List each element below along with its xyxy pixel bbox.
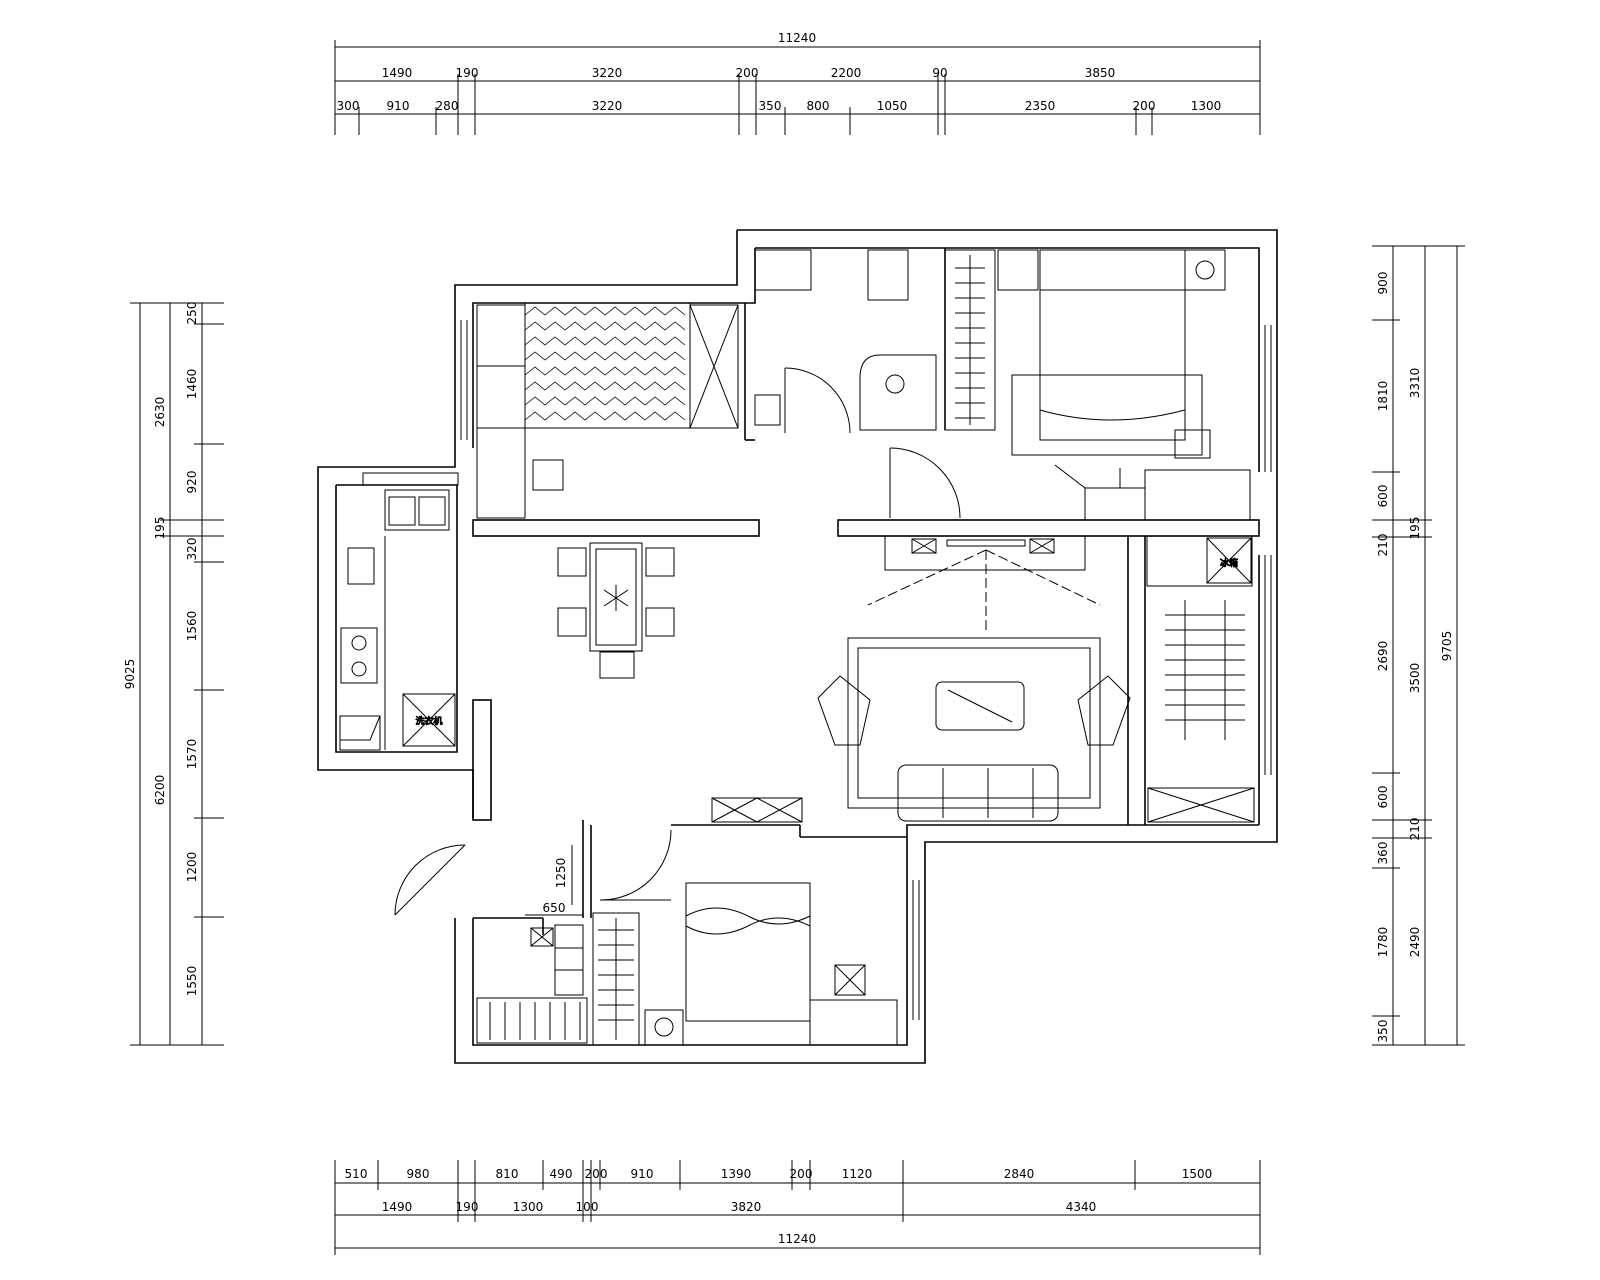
dim-right-inner-2: 600: [1376, 485, 1390, 508]
dim-right-inner-5: 600: [1376, 786, 1390, 809]
dim-top-row2-3: 200: [736, 66, 759, 80]
bottom-dimensions: [334, 1160, 1261, 1255]
dim-right-inner-0: 900: [1376, 272, 1390, 295]
dim-top-row3-3: 3220: [592, 99, 623, 113]
dim-top-row3-6: 1050: [877, 99, 908, 113]
dim-bottom-row1-8: 1120: [842, 1167, 873, 1181]
dim-bottom-row1-9: 2840: [1004, 1167, 1035, 1181]
dim-top-row3-9: 1300: [1191, 99, 1222, 113]
right-dimensions: [1372, 245, 1465, 1046]
dim-right-mid-4: 2490: [1408, 927, 1422, 958]
dim-left-mid-0: 2630: [153, 397, 167, 428]
dim-top-row3-8: 200: [1133, 99, 1156, 113]
dim-left-total: 9025: [123, 659, 137, 690]
dim-right-mid-2: 3500: [1408, 663, 1422, 694]
living-rug: [847, 637, 1101, 809]
dim-bottom-row1-2: 810: [496, 1167, 519, 1181]
top-dimensions: [334, 40, 1261, 135]
dim-top-row2-2: 3220: [592, 66, 623, 80]
dim-top-total: 11240: [778, 31, 816, 45]
left-dimensions: [130, 302, 224, 1046]
dim-bottom-row1-1: 980: [407, 1167, 430, 1181]
dim-bottom-row2-4: 3820: [731, 1200, 762, 1214]
plan-notes: 1250 650: [525, 845, 583, 916]
dim-bottom-row2-0: 1490: [382, 1200, 413, 1214]
dim-right-total: 9705: [1440, 631, 1454, 662]
fridge-label: 冰箱: [1220, 557, 1238, 569]
dim-top-row3-2: 280: [436, 99, 459, 113]
master-bedroom: [944, 249, 1251, 521]
living-room: [711, 535, 1255, 823]
dim-bottom-row1-4: 200: [585, 1167, 608, 1181]
dim-bottom-row1-0: 510: [345, 1167, 368, 1181]
dim-top-row3-1: 910: [387, 99, 410, 113]
dim-top-row2-5: 90: [932, 66, 947, 80]
dim-right-inner-3: 210: [1376, 534, 1390, 557]
fridge: [1206, 537, 1252, 584]
dim-bottom-row2-3: 100: [576, 1200, 599, 1214]
dim-right-mid-3: 210: [1408, 818, 1422, 841]
dim-bottom-row2-2: 1300: [513, 1200, 544, 1214]
interior-walls: [472, 248, 1260, 935]
left-dimension-labels: 9025 2630 195 6200 250 1460 920 320 1560…: [123, 302, 199, 997]
dim-bottom-row1-10: 1500: [1182, 1167, 1213, 1181]
dim-left-inner-6: 1200: [185, 852, 199, 883]
windows: [362, 320, 1272, 1020]
plan-note-650: 650: [543, 901, 566, 915]
utility-room: [476, 924, 588, 1044]
dim-top-row3-0: 300: [337, 99, 360, 113]
herringbone-floor: [476, 302, 739, 519]
dim-left-mid-2: 6200: [153, 775, 167, 806]
dim-left-inner-4: 1560: [185, 611, 199, 642]
dim-left-inner-3: 320: [185, 538, 199, 561]
dim-top-row3-7: 2350: [1025, 99, 1056, 113]
dim-bottom-row1-7: 200: [790, 1167, 813, 1181]
dim-top-row3-4: 350: [759, 99, 782, 113]
washer: [402, 693, 456, 747]
dim-bottom-total: 11240: [778, 1232, 816, 1246]
washer-label: 洗衣机: [415, 715, 442, 727]
dim-top-row2-0: 1490: [382, 66, 413, 80]
second-bedroom: [592, 882, 898, 1046]
dim-bottom-row2-5: 4340: [1066, 1200, 1097, 1214]
dim-top-row2-4: 2200: [831, 66, 862, 80]
dim-bottom-row1-6: 1390: [721, 1167, 752, 1181]
wardrobe-hangers: [955, 255, 985, 425]
bottom-dimension-labels: 510 980 810 490 200 910 1390 200 1120 28…: [345, 1167, 1213, 1246]
dim-right-inner-6: 360: [1376, 842, 1390, 865]
kitchen: 洗衣机: [339, 472, 459, 751]
top-dimension-labels: 11240 1490 190 3220 200 2200 90 3850 300…: [337, 31, 1222, 113]
door-swings: [394, 367, 961, 916]
plan-note-1250: 1250: [554, 858, 568, 889]
dim-right-mid-0: 3310: [1408, 368, 1422, 399]
dim-left-inner-7: 1550: [185, 966, 199, 997]
right-dimension-labels: 900 1810 600 210 2690 600 360 1780 350 3…: [1376, 272, 1454, 1043]
dining-table: [557, 542, 675, 679]
dim-top-row3-5: 800: [807, 99, 830, 113]
dim-right-inner-4: 2690: [1376, 641, 1390, 672]
side-closet: 冰箱: [1146, 535, 1253, 740]
dim-right-mid-1: 195: [1408, 517, 1422, 540]
dim-left-inner-1: 1460: [185, 369, 199, 400]
dim-bottom-row1-3: 490: [550, 1167, 573, 1181]
dim-bottom-row2-1: 190: [456, 1200, 479, 1214]
dim-top-row2-6: 3850: [1085, 66, 1116, 80]
dim-left-inner-5: 1570: [185, 739, 199, 770]
hall-north: [754, 249, 937, 431]
dim-left-inner-2: 920: [185, 471, 199, 494]
dim-right-inner-1: 1810: [1376, 381, 1390, 412]
exterior-walls: [317, 229, 1278, 1064]
dim-bottom-row1-5: 910: [631, 1167, 654, 1181]
dim-right-inner-7: 1780: [1376, 927, 1390, 958]
dim-left-mid-1: 195: [153, 517, 167, 540]
closet-hangers: [1165, 600, 1245, 740]
dim-left-inner-0: 250: [185, 302, 199, 325]
dim-right-inner-8: 350: [1376, 1020, 1390, 1043]
dim-top-row2-1: 190: [456, 66, 479, 80]
